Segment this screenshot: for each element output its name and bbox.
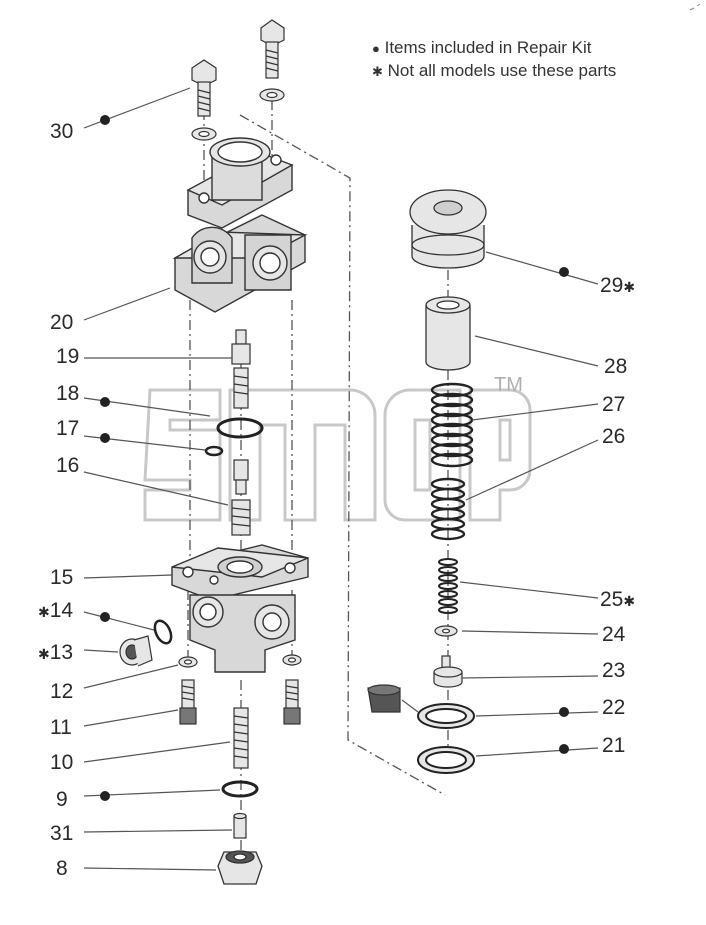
washer-17	[204, 445, 224, 457]
callout-20: 20	[50, 311, 74, 334]
legend-repair-kit: ● Items included in Repair Kit	[372, 38, 592, 58]
callout-31: 31	[50, 822, 74, 845]
callout-25: 25✱	[600, 589, 635, 610]
lower-body-15	[171, 544, 309, 673]
callout-24: 24	[602, 623, 626, 646]
sleeve-28	[425, 296, 471, 371]
asterisk-icon: ✱	[623, 593, 636, 609]
callout-17: 17	[56, 417, 80, 440]
legend-repair-kit-text: Items included in Repair Kit	[384, 38, 592, 57]
legend-asterisk-icon: ✱	[372, 64, 383, 79]
callout-25-number: 25	[600, 588, 624, 611]
seal-22	[417, 703, 475, 729]
watermark-tm: TM	[494, 374, 523, 396]
washers-12	[178, 654, 302, 668]
stem-10	[233, 707, 249, 769]
callout-15: 15	[50, 566, 74, 589]
bolt-30	[191, 59, 217, 141]
o-ring-18	[216, 417, 264, 439]
o-ring-14	[153, 619, 173, 645]
valve-23	[433, 655, 463, 688]
callout-11: 11	[50, 716, 72, 739]
washer-24	[434, 625, 458, 637]
legend-not-all-models-text: Not all models use these parts	[387, 61, 617, 80]
asterisk-icon: ✱	[38, 604, 50, 620]
insert-22-cap	[367, 684, 401, 713]
callout-13-number: 13	[49, 641, 74, 664]
callout-29-number: 29	[600, 274, 624, 297]
callout-18: 18	[56, 382, 80, 405]
callout-14-number: 14	[49, 599, 74, 622]
piston-parts-16-19	[231, 329, 251, 536]
callout-19: 19	[56, 345, 80, 368]
callout-26: 26	[602, 425, 626, 448]
callout-21: 21	[602, 734, 626, 757]
seal-21	[417, 746, 475, 774]
callout-14: ✱14	[38, 600, 73, 621]
pin-31	[233, 812, 247, 839]
callout-29: 29✱	[600, 275, 635, 296]
upper-body-20	[172, 137, 308, 313]
callout-30: 30	[50, 120, 74, 143]
callout-10: 10	[50, 751, 74, 774]
callout-8: 8	[56, 857, 68, 880]
bolt-30-right	[259, 19, 285, 102]
callout-9: 9	[56, 788, 68, 811]
spring-27	[430, 382, 474, 468]
nut-8	[217, 850, 263, 885]
o-ring-9	[221, 780, 259, 798]
callout-28: 28	[604, 355, 628, 378]
leader-lines	[83, 87, 599, 871]
asterisk-icon: ✱	[38, 646, 50, 662]
asterisk-icon: ✱	[623, 279, 636, 295]
cap-29	[409, 189, 487, 269]
corner-marks	[689, 3, 701, 11]
spring-25	[438, 558, 458, 614]
legend-dot-icon: ●	[372, 41, 380, 56]
callout-23: 23	[602, 659, 626, 682]
callout-22: 22	[602, 696, 626, 719]
screws-11	[179, 679, 301, 725]
callout-27: 27	[602, 393, 626, 416]
callout-12: 12	[50, 680, 74, 703]
spring-26	[430, 477, 466, 541]
plug-13	[119, 635, 153, 667]
callout-13: ✱13	[38, 642, 73, 663]
callout-16: 16	[56, 454, 80, 477]
repair-kit-dots	[100, 115, 569, 801]
legend-not-all-models: ✱ Not all models use these parts	[372, 61, 616, 81]
